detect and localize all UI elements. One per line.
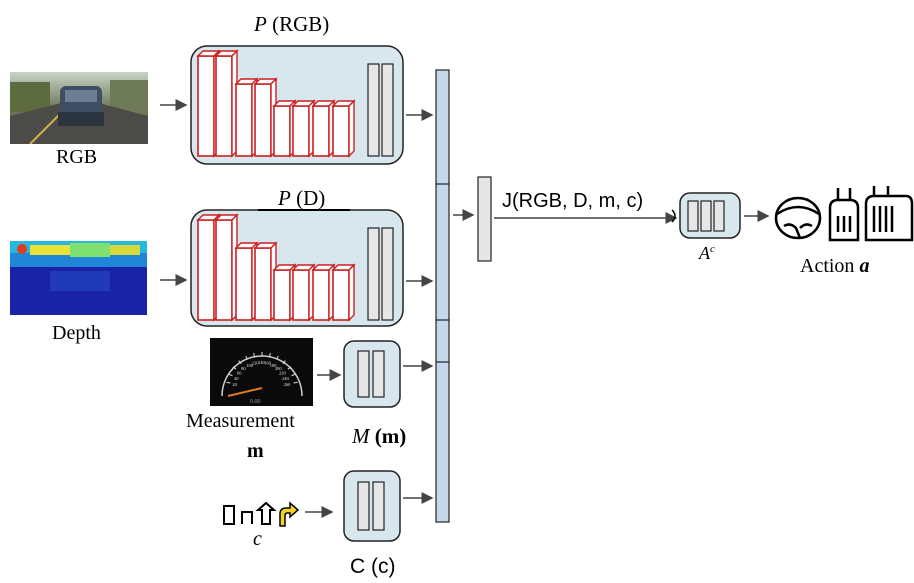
m-module-arg: (m) [374,424,407,448]
speedometer-tick [282,360,286,364]
speedometer-tick-label: 140 [258,360,266,365]
a-module-symbol: A [699,243,710,263]
a-module-superscript: c [710,243,715,255]
speedometer-tick [228,373,233,377]
depth-input-image [10,241,147,315]
m-module-symbol: M [352,424,370,448]
conv-layer [273,105,291,157]
p-depth-symbol: P [278,186,291,210]
conv-layer [332,105,350,157]
rgb-input-label: RGB [56,146,98,168]
m-module-label: M (m) [352,424,406,449]
speedometer-tick [276,355,279,360]
c-module-label: C (c) [350,555,396,578]
go-straight-icon [255,501,277,525]
conv-layer [312,269,330,321]
turn-left-icon [241,511,253,524]
action-text: Action [800,255,855,277]
a-curl-mark [671,209,676,223]
speedometer-tick-label: 260 [284,382,292,387]
conv-layer [292,269,310,321]
speedometer-tick [291,373,296,377]
m-module [343,340,401,408]
a-module-label: Ac [699,243,715,264]
speedometer-tick-label: 240 [282,376,290,381]
speedometer-tick [245,355,248,360]
conv-layer [215,55,233,157]
rgb-input-image [10,72,148,144]
speedometer-tick-label: 20 [232,382,237,387]
fc-layer [367,63,380,157]
measurement-label: Measurement [186,410,295,432]
conv-layer [235,247,253,321]
j-function-label: J(RGB, D, m, c) [502,190,644,212]
command-icons [223,501,300,527]
speedometer-tick-label: 100 [246,363,254,368]
speedometer-tick-label: 80 [241,366,246,371]
speedometer-tick [293,381,298,384]
speedometer-tick [226,381,231,384]
measurement-symbol: m [247,440,264,462]
speedometer-tick-label: 180 [270,363,278,368]
action-symbol: a [859,255,870,277]
c-module [343,470,401,542]
conv-layer-side [348,263,355,322]
command-symbol: c [253,528,262,550]
speedometer-tick-label: 60 [237,371,242,376]
conv-layer [273,269,291,321]
turn-right-icon [279,501,300,527]
speedometer-tick-label: 40 [234,376,239,381]
p-depth-label: P (D) [278,186,325,211]
p-rgb-symbol: P [254,12,267,36]
conv-layer [197,55,215,157]
a-module [679,192,741,239]
p-rgb-module [190,45,404,165]
depth-input-label: Depth [52,322,101,344]
speedometer-readout: 0.00 [250,399,261,405]
speedometer-tick [268,352,271,358]
concat-column [435,69,450,523]
speedometer-tick-label: 220 [279,371,287,376]
steering-wheel-icon [774,196,822,240]
conv-layer-side [348,99,355,158]
p-depth-module [190,209,404,327]
conv-layer [292,105,310,157]
conv-layer [235,83,253,157]
action-label: Action a [800,255,869,278]
p-rgb-label: P (RGB) [254,12,329,37]
p-rgb-arg: (RGB) [272,12,330,36]
speedometer-tick [232,366,237,370]
throttle-pedal-icon [828,188,860,242]
speedometer-tick-label: 200 [275,366,283,371]
follow-lane-icon [223,505,235,525]
speedometer-tick-label: 160 [264,361,272,366]
conv-layer [254,83,272,157]
conv-layer [332,269,350,321]
conv-layer [197,219,215,321]
speedometer-tick [253,352,256,358]
j-block [477,176,492,262]
speedometer-tick-label: 120 [252,361,260,366]
conv-layer [215,219,233,321]
conv-layer [312,105,330,157]
speedometer-tick [238,360,242,364]
conv-layer [254,247,272,321]
fc-layer [381,227,394,321]
speedometer-tick [287,366,292,370]
brake-pedal-icon [864,186,914,242]
fc-layer [381,63,394,157]
p-depth-arg: (D) [296,186,326,210]
fc-layer [367,227,380,321]
